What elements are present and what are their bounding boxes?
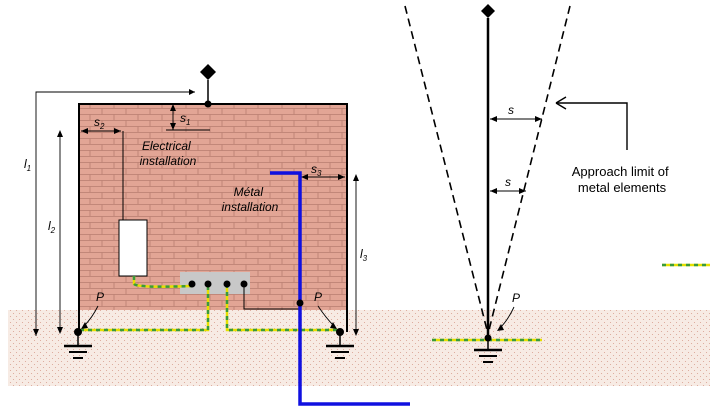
svg-text:s: s <box>505 175 511 189</box>
metal-pipe <box>270 171 410 406</box>
bar-to-pipe-wire <box>243 284 300 310</box>
dimension-l3-label: l3 <box>360 247 368 263</box>
dimension-s1-label: s1 <box>180 111 190 127</box>
dimension-s-lower: s <box>490 175 526 194</box>
svg-text:s: s <box>508 103 514 117</box>
air-terminal-icon <box>200 64 216 108</box>
dimension-l1-label: l1 <box>24 157 31 173</box>
dimension-l2: l2 <box>48 130 63 334</box>
protection-cone <box>404 5 571 335</box>
earth-electrode-left-icon <box>64 328 92 359</box>
metal-installation-label: Métal installation <box>222 185 279 214</box>
approach-limit-callout <box>555 96 628 150</box>
point-p-left: P <box>81 290 104 329</box>
dimension-l3: l3 <box>353 174 368 336</box>
pipe-bond-point <box>296 299 304 307</box>
point-p-middle: P <box>497 291 520 331</box>
svg-text:P: P <box>314 290 322 304</box>
approach-limit-label: Approach limit of metal elements <box>572 164 672 195</box>
electrical-installation-label: Electrical installation <box>140 139 197 168</box>
dimension-l1: l1 <box>24 89 195 336</box>
mast-tip-icon <box>481 4 495 18</box>
ground-left <box>8 310 432 386</box>
equipotential-bonding-bar <box>180 272 250 294</box>
earth-electrode-mast-icon <box>474 338 502 363</box>
point-p-right: P <box>314 290 337 329</box>
lightning-mast <box>481 4 495 342</box>
svg-text:P: P <box>512 291 520 305</box>
dimension-s2: s2 <box>81 115 121 134</box>
dimension-s3: s3 <box>301 162 345 180</box>
dimension-s2-label: s2 <box>94 115 105 131</box>
dimension-s3-label: s3 <box>311 162 322 178</box>
ground-right <box>432 310 710 386</box>
earth-electrode-right-icon <box>326 328 354 359</box>
dimension-l2-label: l2 <box>48 219 56 235</box>
svg-text:P: P <box>96 290 104 304</box>
building-outline <box>78 103 348 332</box>
electrical-equipment-box <box>118 219 148 277</box>
dimension-s1: s1 <box>166 104 210 131</box>
dimension-s-upper: s <box>490 103 542 122</box>
